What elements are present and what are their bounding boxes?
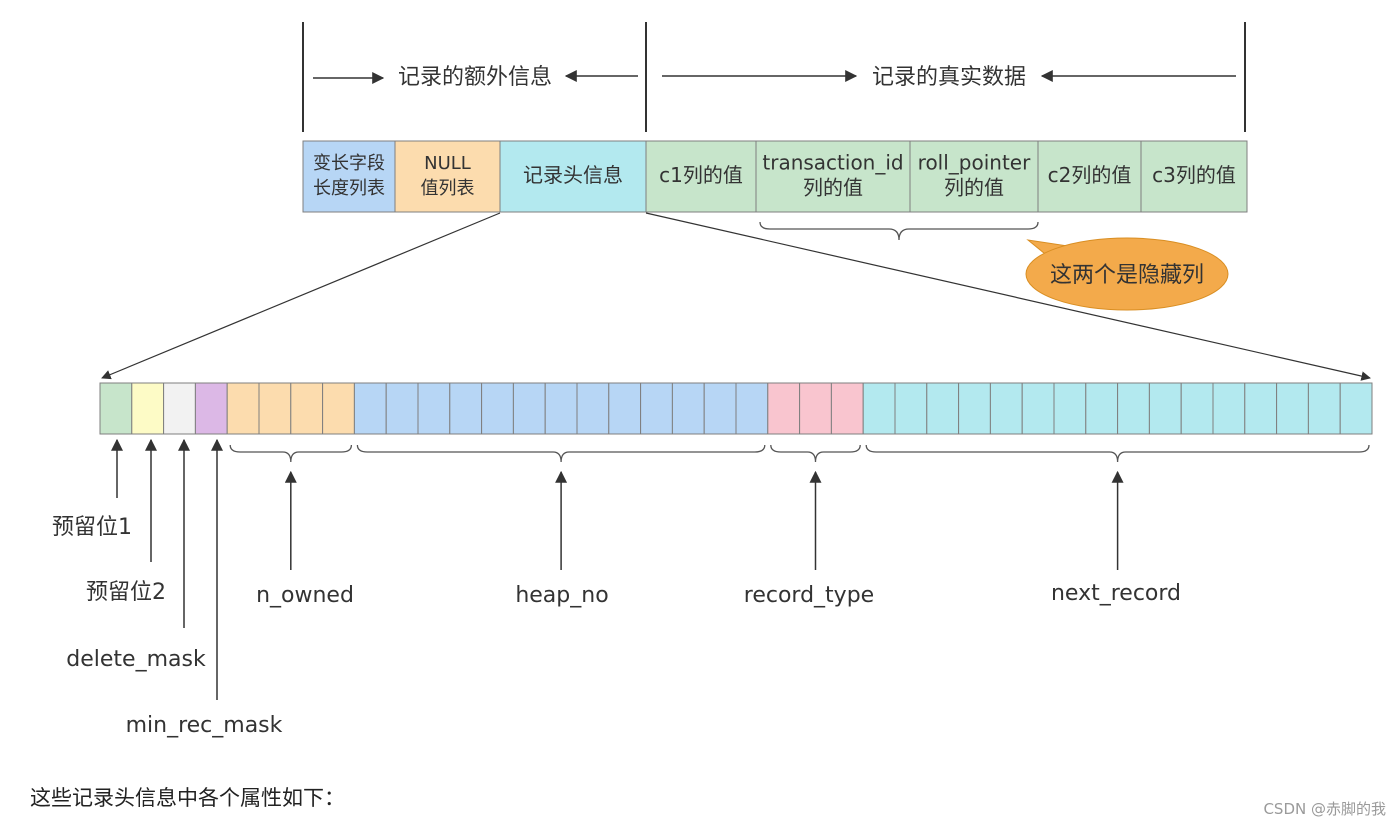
bit-cell xyxy=(131,382,165,435)
field-c3-label-0: c3列的值 xyxy=(1152,163,1236,187)
bit-cell xyxy=(322,382,355,435)
bit-cell xyxy=(1021,382,1055,435)
bit-field-3: min_rec_mask xyxy=(126,382,283,738)
bit-field-brace xyxy=(865,444,1370,463)
bit-cell xyxy=(862,382,896,435)
zoom-line-right xyxy=(645,212,1371,381)
field-header: 记录头信息 xyxy=(499,140,647,213)
bit-cell xyxy=(1085,382,1119,435)
bit-cell xyxy=(1212,382,1246,435)
bit-field-2: delete_mask xyxy=(66,382,206,672)
bit-field-7: next_record xyxy=(862,382,1373,606)
bit-cell xyxy=(1053,382,1087,435)
bit-cell xyxy=(290,382,324,435)
bit-cell xyxy=(671,382,705,435)
bit-field-6: record_type xyxy=(744,382,874,608)
bit-cell xyxy=(735,382,769,435)
bit-cell xyxy=(1244,382,1278,435)
bit-field-label: 预留位2 xyxy=(86,580,166,605)
real-data-label: 记录的真实数据 xyxy=(872,65,1026,90)
bit-cell xyxy=(576,382,610,435)
bit-cell xyxy=(958,382,991,435)
bit-cell xyxy=(99,382,133,435)
bit-cell xyxy=(926,382,960,435)
bit-cell xyxy=(1339,382,1373,435)
bit-cell xyxy=(1307,382,1341,435)
bit-field-label: 预留位1 xyxy=(52,515,132,540)
bit-cell xyxy=(417,382,451,435)
bit-cell xyxy=(385,382,419,435)
field-header-label-0: 记录头信息 xyxy=(523,163,623,187)
record-header-bits: 预留位1 预留位2 delete_mask min_rec_mask n_owned he… xyxy=(52,382,1373,738)
bit-field-1: 预留位2 xyxy=(86,382,166,605)
bit-cell xyxy=(194,382,228,435)
field-trx-label-0: transaction_id xyxy=(762,151,903,175)
bit-cell xyxy=(894,382,928,435)
bit-cell xyxy=(353,382,387,435)
extra-info-label: 记录的额外信息 xyxy=(398,65,552,90)
bit-cell xyxy=(703,382,737,435)
bit-cell xyxy=(481,382,514,435)
bit-cell xyxy=(258,382,292,435)
field-c1: c1列的值 xyxy=(645,140,757,213)
bit-cell xyxy=(544,382,578,435)
bit-cell xyxy=(799,382,832,435)
bit-cell xyxy=(449,382,483,435)
bit-cell xyxy=(226,382,260,435)
field-null-label-1: 值列表 xyxy=(421,178,475,199)
bit-field-4: n_owned xyxy=(226,382,355,608)
bit-cell xyxy=(640,382,673,435)
watermark-text: CSDN @赤脚的我 xyxy=(1263,800,1386,818)
bit-cell xyxy=(163,382,196,435)
field-c1-label-0: c1列的值 xyxy=(659,163,743,187)
bit-field-label: record_type xyxy=(744,583,874,608)
bit-cell xyxy=(989,382,1023,435)
hidden-columns-brace xyxy=(759,221,1039,241)
field-null-label-0: NULL xyxy=(424,153,471,174)
bit-field-brace xyxy=(356,444,766,463)
bit-cell xyxy=(1117,382,1150,435)
bit-cell xyxy=(767,382,801,435)
bit-field-0: 预留位1 xyxy=(52,382,133,540)
field-c2-label-0: c2列的值 xyxy=(1048,163,1132,187)
hidden-columns-note: 这两个是隐藏列 xyxy=(1050,263,1204,288)
bit-field-label: next_record xyxy=(1051,581,1181,606)
bit-field-label: n_owned xyxy=(256,583,354,608)
caption-text: 这些记录头信息中各个属性如下： xyxy=(30,786,345,810)
zoom-line-left xyxy=(101,212,501,380)
bit-field-brace xyxy=(770,444,861,463)
bit-cell xyxy=(608,382,642,435)
field-roll-label-0: roll_pointer xyxy=(918,151,1031,175)
field-null: NULL 值列表 xyxy=(394,140,501,213)
bit-field-label: heap_no xyxy=(515,583,608,608)
field-var-len-label-1: 长度列表 xyxy=(313,178,385,199)
field-c2: c2列的值 xyxy=(1037,140,1142,213)
hidden-columns-callout: 这两个是隐藏列 xyxy=(1025,237,1229,311)
bit-field-label: min_rec_mask xyxy=(126,713,283,738)
field-var-len-label-0: 变长字段 xyxy=(313,153,385,174)
field-roll-label-1: 列的值 xyxy=(944,176,1004,200)
bit-cell xyxy=(1180,382,1214,435)
bit-field-brace xyxy=(229,444,353,463)
bit-cell xyxy=(512,382,546,435)
bit-cell xyxy=(1276,382,1309,435)
field-c3: c3列的值 xyxy=(1140,140,1248,213)
bit-cell xyxy=(1148,382,1182,435)
bit-cell xyxy=(830,382,864,435)
bit-field-label: delete_mask xyxy=(66,647,206,672)
field-trx-label-1: 列的值 xyxy=(803,176,863,200)
bit-field-5: heap_no xyxy=(353,382,769,608)
